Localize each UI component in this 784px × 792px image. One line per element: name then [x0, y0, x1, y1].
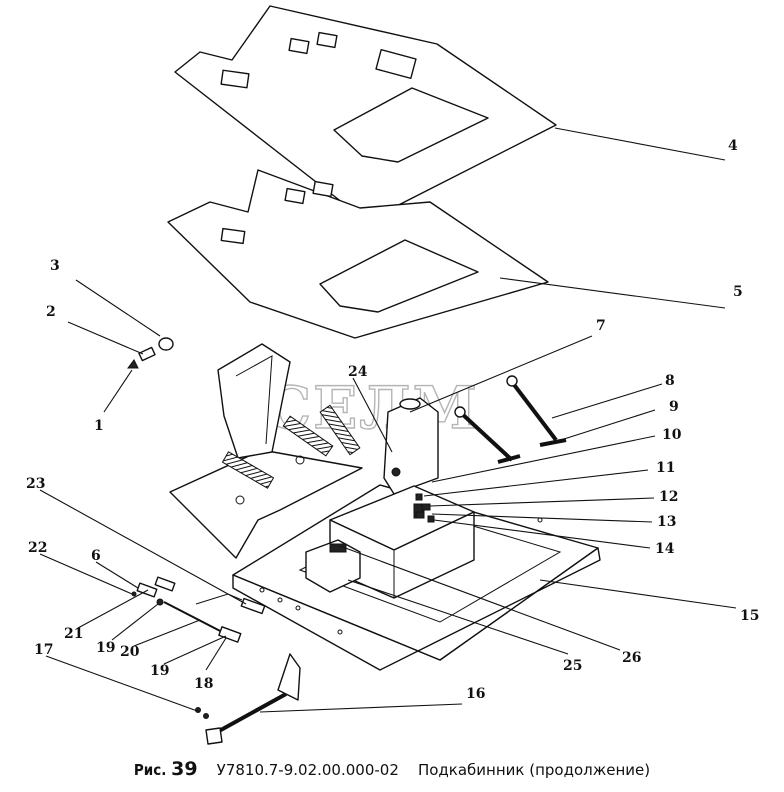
callout-20: 20 — [120, 644, 140, 660]
callout-24: 24 — [348, 364, 368, 380]
callout-5: 5 — [733, 284, 743, 300]
callout-9: 9 — [669, 399, 679, 415]
callout-12: 12 — [659, 489, 678, 505]
callout-7: 7 — [596, 318, 606, 334]
callout-19b: 19 — [150, 663, 169, 679]
callout-18: 18 — [194, 676, 213, 692]
callout-13: 13 — [657, 514, 676, 530]
fastener-cluster — [415, 493, 435, 523]
callout-labels: 1 2 3 4 5 6 7 8 9 10 11 12 13 14 15 16 1… — [26, 138, 759, 702]
callout-2: 2 — [46, 304, 56, 320]
callout-19a: 19 — [96, 640, 115, 656]
lower-shaft — [195, 653, 301, 745]
callout-17: 17 — [34, 642, 53, 658]
callout-4: 4 — [728, 138, 738, 154]
callout-26: 26 — [622, 650, 641, 666]
pedestal — [383, 397, 439, 495]
callout-23: 23 — [26, 476, 45, 492]
callout-25: 25 — [563, 658, 582, 674]
pedal-bracket — [169, 343, 363, 559]
callout-21: 21 — [64, 626, 83, 642]
callout-3: 3 — [50, 258, 60, 274]
callout-15: 15 — [740, 608, 759, 624]
callout-10: 10 — [662, 427, 682, 443]
callout-22: 22 — [28, 540, 47, 556]
caption-fig-word: Рис. — [133, 761, 167, 779]
battery-cell — [305, 539, 361, 593]
caption-fig-number: 39 — [171, 758, 198, 780]
floor-mat-upper — [174, 5, 557, 219]
callout-6: 6 — [91, 548, 101, 564]
callout-14: 14 — [655, 541, 675, 557]
caption-code: У7810.7-9.02.00.000-02 — [216, 761, 399, 779]
figure-caption: Рис. 39 У7810.7-9.02.00.000-02 Подкабинн… — [0, 758, 784, 780]
callout-11: 11 — [656, 460, 675, 476]
floor-mat-lower — [167, 169, 549, 339]
fastener-group — [127, 337, 174, 369]
caption-title: Подкабинник (продолжение) — [417, 761, 651, 779]
leader-lines — [39, 127, 737, 713]
callout-8: 8 — [665, 373, 675, 389]
callout-1: 1 — [94, 418, 104, 434]
callout-16: 16 — [466, 686, 485, 702]
